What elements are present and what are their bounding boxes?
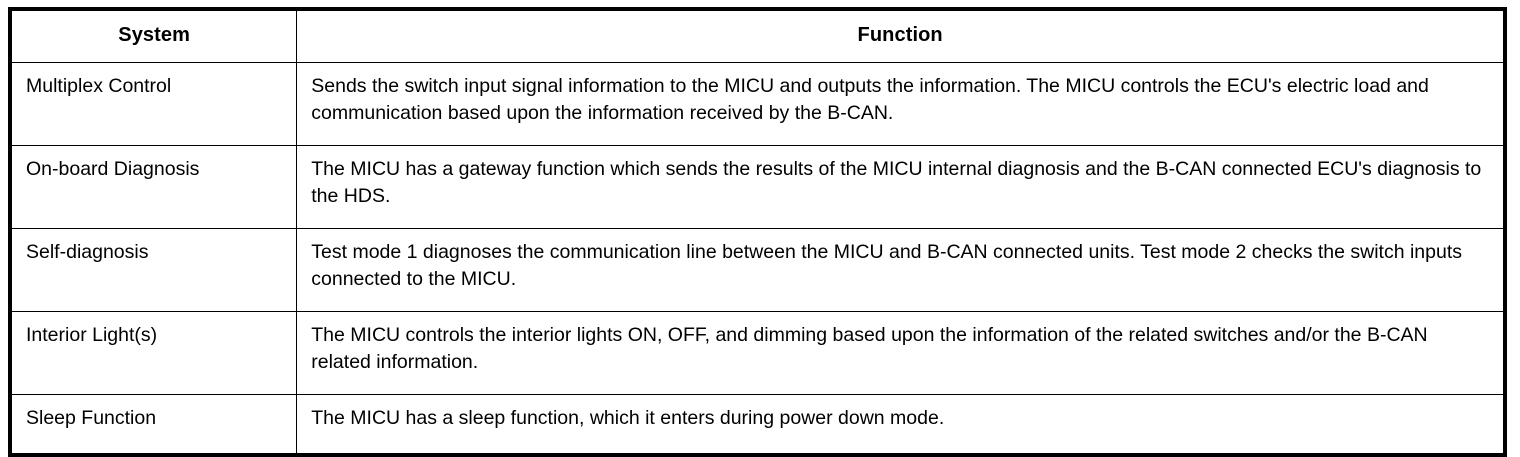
- cell-function: The MICU controls the interior lights ON…: [296, 311, 1506, 395]
- cell-system: Sleep Function: [9, 394, 298, 456]
- system-label: Self-diagnosis: [26, 241, 149, 263]
- cell-system: On-board Diagnosis: [9, 145, 298, 229]
- cell-system: Interior Light(s): [9, 311, 298, 395]
- function-description: Test mode 1 diagnoses the communication …: [311, 241, 1463, 290]
- table-body: Multiplex Control Sends the switch input…: [9, 62, 1506, 456]
- cell-function: Test mode 1 diagnoses the communication …: [296, 228, 1506, 312]
- cell-function: Sends the switch input signal informatio…: [296, 62, 1506, 146]
- function-description: The MICU controls the interior lights ON…: [311, 324, 1428, 373]
- column-header-function: Function: [296, 8, 1506, 63]
- function-description: The MICU has a gateway function which se…: [311, 158, 1482, 207]
- column-header-system: System: [9, 8, 298, 63]
- system-label: Interior Light(s): [26, 324, 158, 346]
- cell-function: The MICU has a sleep function, which it …: [296, 394, 1506, 456]
- cell-system: Multiplex Control: [9, 62, 298, 146]
- system-label: On-board Diagnosis: [26, 158, 200, 180]
- table-row: Interior Light(s) The MICU controls the …: [9, 311, 1506, 395]
- cell-function: The MICU has a gateway function which se…: [296, 145, 1506, 229]
- table-row: Sleep Function The MICU has a sleep func…: [9, 394, 1506, 456]
- system-label: Multiplex Control: [26, 75, 172, 97]
- table-row: Self-diagnosis Test mode 1 diagnoses the…: [9, 228, 1506, 312]
- cell-system: Self-diagnosis: [9, 228, 298, 312]
- table-header: System Function: [9, 8, 1506, 63]
- system-label: Sleep Function: [26, 407, 157, 429]
- function-description: Sends the switch input signal informatio…: [311, 75, 1429, 124]
- function-description: The MICU has a sleep function, which it …: [311, 407, 945, 429]
- table-header-row: System Function: [9, 8, 1506, 63]
- table-row: Multiplex Control Sends the switch input…: [9, 62, 1506, 146]
- micu-system-function-table: System Function Multiplex Control Sends …: [8, 7, 1507, 457]
- table-row: On-board Diagnosis The MICU has a gatewa…: [9, 145, 1506, 229]
